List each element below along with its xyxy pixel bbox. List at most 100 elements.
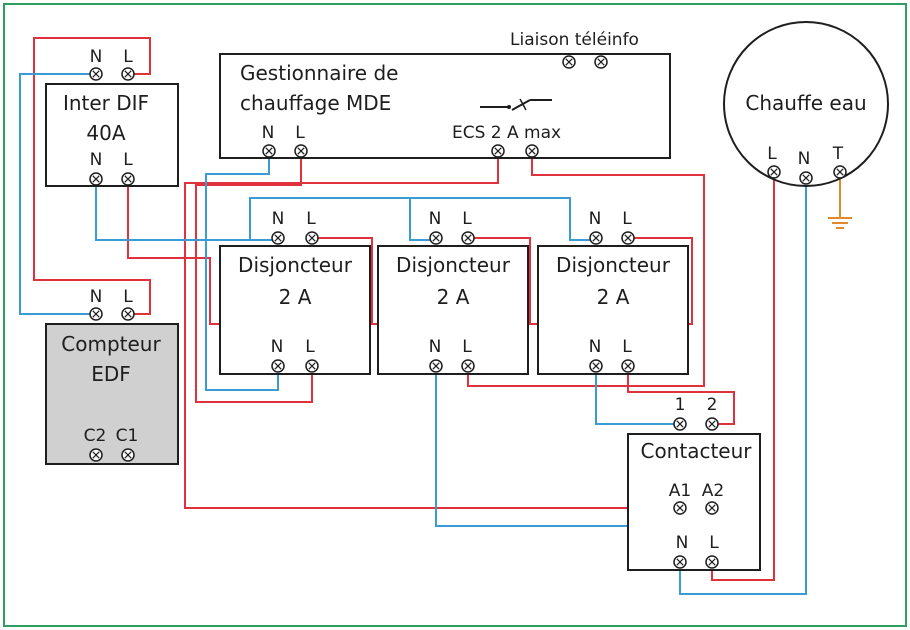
- disjoncteur-1-title: Disjoncteur: [238, 253, 353, 277]
- terminal-screw-cross: [565, 58, 573, 66]
- terminal-screw-cross: [308, 234, 316, 242]
- disjoncteur-1-box: [219, 245, 371, 375]
- disjoncteur-1-top-l: L: [306, 209, 316, 229]
- disjoncteur-2-top-l: L: [462, 209, 472, 229]
- disjoncteur-3-title: Disjoncteur: [556, 253, 671, 277]
- disjoncteur-3-bot-l: L: [622, 337, 632, 357]
- relay-contact-icon: [480, 98, 552, 111]
- terminal-screw-cross: [802, 174, 810, 182]
- wire-gest-n: [205, 151, 279, 391]
- compteur-title: Compteur: [61, 332, 161, 356]
- terminal-screws: [89, 55, 847, 569]
- wire-disj3-to-t1: [627, 366, 735, 425]
- wire-dif-n-to-disj-n: [95, 179, 278, 241]
- disjoncteur-3-top-l: L: [622, 209, 632, 229]
- terminal-screw-cross: [464, 362, 472, 370]
- contacteur-a1: A1: [669, 481, 691, 501]
- terminal-screw-cross: [708, 504, 716, 512]
- terminal-screw-cross: [770, 168, 778, 176]
- terminal-screw-cross: [597, 58, 605, 66]
- terminal-screw-cross: [124, 175, 132, 183]
- compteur-top-n: N: [90, 287, 103, 307]
- gestionnaire-title-2: chauffage MDE: [240, 91, 391, 115]
- contacteur-box: [627, 433, 761, 571]
- terminal-screw-cross: [92, 175, 100, 183]
- contacteur-title: Contacteur: [640, 439, 752, 463]
- terminal-screw-cross: [592, 362, 600, 370]
- inter-dif-bot-n: N: [90, 150, 103, 170]
- terminal-screw-cross: [124, 70, 132, 78]
- compteur-c1: C1: [116, 426, 139, 446]
- terminal-screw-cross: [464, 234, 472, 242]
- terminal-screw-cross: [274, 362, 282, 370]
- contacteur-n: N: [676, 533, 689, 553]
- chauffe-eau-circle: [723, 21, 889, 187]
- chauffe-eau-n: N: [798, 149, 811, 169]
- terminal-screw-cross: [592, 234, 600, 242]
- terminal-screw-cross: [528, 147, 536, 155]
- compteur-edf: Compteur EDF N L C2 C1: [45, 287, 179, 465]
- chauffe-eau-l: L: [767, 144, 777, 164]
- gestionnaire-mde: Gestionnaire de chauffage MDE Liaison té…: [219, 30, 671, 159]
- terminal-screw-cross: [92, 310, 100, 318]
- contacteur-l: L: [709, 533, 719, 553]
- disjoncteur-3-rating: 2 A: [597, 285, 630, 309]
- disjoncteur-1: Disjoncteur 2 A N L N L: [219, 209, 371, 375]
- terminal-screw-cross: [676, 420, 684, 428]
- contacteur: Contacteur 1 2 A1 A2 N L: [627, 395, 761, 571]
- disjoncteur-2-top-n: N: [429, 209, 442, 229]
- wire-gest-l: [195, 151, 313, 403]
- chauffe-eau-t: T: [832, 144, 844, 164]
- wire-dif-l-to-disj-l: [127, 179, 373, 325]
- chauffe-eau: Chauffe eau L N T: [723, 21, 889, 187]
- gestionnaire-box: [219, 53, 671, 159]
- disjoncteur-2-rating: 2 A: [437, 285, 470, 309]
- teleinfo-label: Liaison téléinfo: [510, 30, 639, 50]
- gestionnaire-l: L: [295, 123, 305, 143]
- inter-dif-top-n: N: [90, 47, 103, 67]
- contacteur-t1: 1: [675, 395, 686, 415]
- disjoncteur-1-bot-n: N: [271, 337, 284, 357]
- wire-disj-n-bus-3: [410, 197, 596, 241]
- compteur-c2: C2: [84, 426, 107, 446]
- terminal-screw-cross: [624, 234, 632, 242]
- terminal-screw-cross: [432, 234, 440, 242]
- terminal-screw-cross: [124, 310, 132, 318]
- compteur-subtitle: EDF: [91, 362, 131, 386]
- disjoncteur-2-box: [377, 245, 529, 375]
- disjoncteur-2-bot-l: L: [462, 337, 472, 357]
- inter-dif-bot-l: L: [123, 150, 133, 170]
- terminal-screw-cross: [708, 420, 716, 428]
- wire-ecs-to-a1: [184, 151, 680, 509]
- disjoncteur-3-bot-n: N: [589, 337, 602, 357]
- compteur-top-l: L: [123, 287, 133, 307]
- contacteur-t2: 2: [707, 395, 718, 415]
- terminal-screw-cross: [432, 362, 440, 370]
- gestionnaire-n: N: [262, 123, 275, 143]
- wire-compteur-n-to-dif-n: [19, 73, 96, 315]
- terminal-screw-cross: [308, 362, 316, 370]
- inter-dif-box: [45, 83, 179, 187]
- terminal-screw-cross: [676, 504, 684, 512]
- compteur-box: [45, 323, 179, 465]
- inter-dif: Inter DIF 40A N L N L: [45, 47, 179, 187]
- terminal-screw-cross: [836, 168, 844, 176]
- disjoncteur-2-title: Disjoncteur: [396, 253, 511, 277]
- disjoncteur-3-box: [537, 245, 689, 375]
- terminal-screw-cross: [274, 234, 282, 242]
- terminal-screw-cross: [297, 147, 305, 155]
- terminal-screw-cross: [494, 147, 502, 155]
- disjoncteur-2-bot-n: N: [429, 337, 442, 357]
- inter-dif-rating: 40A: [86, 121, 125, 145]
- disjoncteur-1-bot-l: L: [305, 337, 315, 357]
- terminal-screw-cross: [265, 147, 273, 155]
- terminal-screw-cross: [708, 558, 716, 566]
- terminal-screw-cross: [92, 70, 100, 78]
- inter-dif-title: Inter DIF: [63, 91, 149, 115]
- gestionnaire-title-1: Gestionnaire de: [240, 61, 398, 85]
- terminal-screw-cross: [624, 362, 632, 370]
- contacteur-a2: A2: [702, 481, 724, 501]
- terminal-screw-cross: [92, 451, 100, 459]
- disjoncteur-2: Disjoncteur 2 A N L N L: [377, 209, 529, 375]
